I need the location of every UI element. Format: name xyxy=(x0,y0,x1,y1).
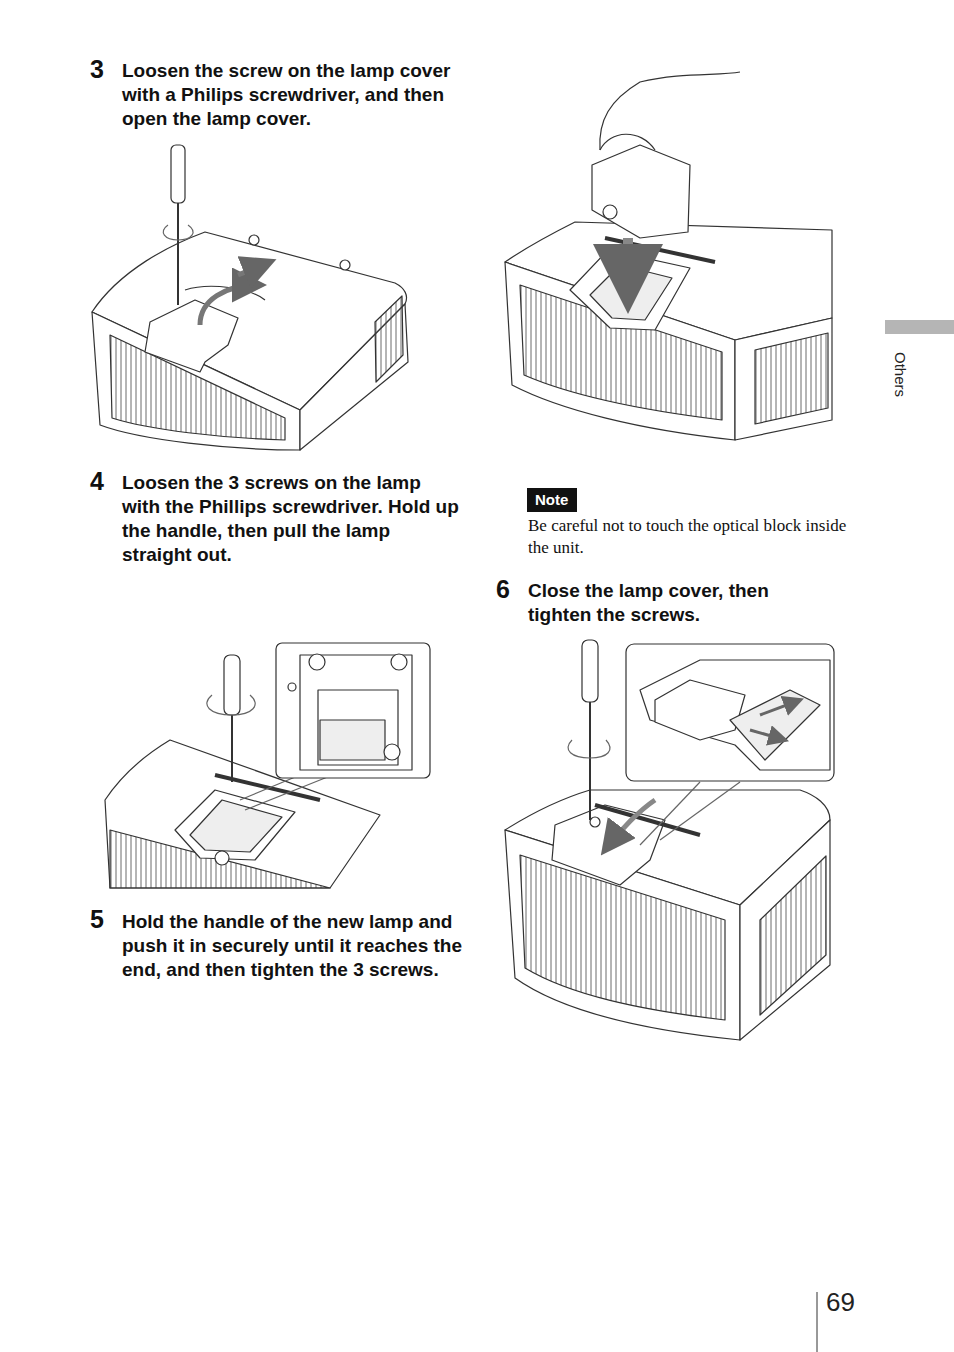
step-number: 4 xyxy=(90,467,120,495)
note-heading: Note xyxy=(535,491,569,509)
step-number: 6 xyxy=(496,575,526,603)
projector-figure xyxy=(505,640,834,1040)
page-number: 69 xyxy=(826,1287,886,1317)
projector-figure xyxy=(505,72,832,440)
step-number: 3 xyxy=(90,55,120,83)
instruction-text: Hold the handle of the new lamp and push… xyxy=(122,910,462,982)
projector-figure xyxy=(92,145,408,450)
step-number: 5 xyxy=(90,905,120,933)
section-tab-label: Others xyxy=(891,352,909,397)
page-rule xyxy=(817,1292,818,1352)
note-text: Be careful not to touch the optical bloc… xyxy=(528,515,858,559)
instruction-text: Close the lamp cover, then tighten the s… xyxy=(528,579,828,627)
projector-figure xyxy=(105,643,430,888)
note-badge: Note xyxy=(527,488,577,512)
section-tab xyxy=(885,320,954,334)
instruction-text: Loosen the 3 screws on the lamp with the… xyxy=(122,471,462,567)
instruction-text: Loosen the screw on the lamp cover with … xyxy=(122,59,462,131)
